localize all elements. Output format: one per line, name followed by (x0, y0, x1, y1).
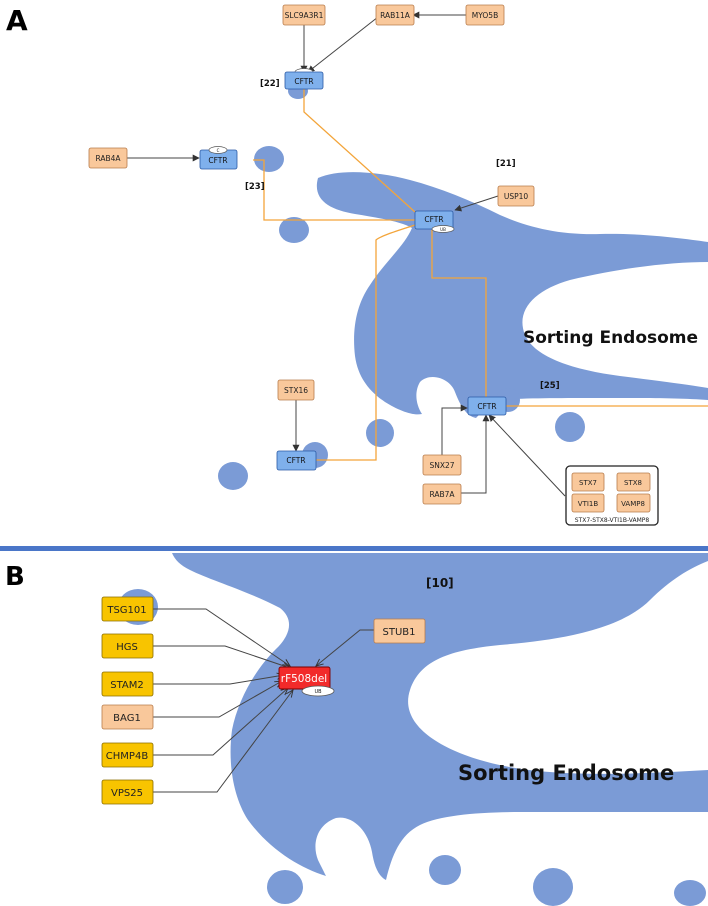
node-label: rF508del (281, 673, 327, 685)
node-myo5b[interactable]: MYO5B (465, 4, 505, 26)
state-variable (301, 685, 335, 697)
interaction-edges-b (153, 608, 374, 793)
node-slc9a3r1[interactable]: SLC9A3R1 (282, 4, 326, 26)
node-rab11a[interactable]: RAB11A (375, 4, 415, 26)
node-label: MYO5B (472, 11, 498, 20)
node-label: CFTR (208, 156, 227, 165)
node-label: STX16 (284, 386, 308, 395)
ref-23: [23] (245, 182, 265, 192)
vesicle (366, 419, 394, 447)
complex-member-box (616, 493, 651, 513)
node-label: CFTR (477, 402, 496, 411)
complex-member-box (616, 472, 651, 492)
node-label: CFTR (286, 456, 305, 465)
vesicle (674, 880, 706, 906)
node-label: CHMP4B (106, 751, 149, 762)
compartment-label-a: Sorting Endosome (523, 328, 698, 348)
complex-member-box (571, 472, 605, 492)
state-label: C (217, 148, 220, 153)
vesicle (218, 462, 248, 490)
compartment-label-b: Sorting Endosome (458, 761, 674, 785)
panel-b-letter: B (5, 562, 25, 592)
vesicle (267, 870, 303, 904)
state-variable (208, 146, 228, 154)
complex-member-box (571, 493, 605, 513)
node-label: CFTR (294, 77, 313, 86)
node-label: BAG1 (113, 713, 141, 724)
panel-divider (0, 546, 708, 551)
node-label: TSG101 (106, 605, 146, 616)
node-tsg101[interactable]: TSG101 (101, 596, 154, 622)
ref-22: [22] (260, 79, 280, 89)
vesicle (533, 868, 573, 906)
node-label: RAB7A (429, 490, 455, 499)
node-rf508del[interactable]: rF508del UB (278, 666, 335, 697)
ref-21: [21] (496, 159, 516, 169)
node-vps25[interactable]: VPS25 (101, 779, 154, 805)
node-label: STUB1 (383, 627, 416, 638)
node-bag1[interactable]: BAG1 (101, 704, 154, 730)
node-rab4a[interactable]: RAB4A (88, 147, 128, 169)
node-label: CFTR (424, 215, 443, 224)
state-variable (431, 225, 455, 233)
node-label: RAB4A (95, 154, 121, 163)
node-label: STAM2 (110, 680, 144, 691)
node-rab7a[interactable]: RAB7A (422, 483, 462, 505)
vesicle (279, 217, 309, 243)
node-label: VAMP8 (621, 500, 645, 508)
node-label: VTI1B (578, 500, 599, 508)
node-label: SNX27 (429, 461, 454, 470)
node-label: RAB11A (380, 11, 411, 20)
complex-stx7-stx8-vti1b-vamp8[interactable]: STX7 STX8 VTI1B VAMP8 STX7-STX8-VTI1B-VA… (565, 465, 659, 526)
node-label: USP10 (504, 192, 529, 201)
vesicle (555, 412, 585, 442)
node-stx16[interactable]: STX16 (277, 379, 315, 401)
node-cftr-top[interactable]: CFTR (284, 68, 324, 90)
transport-edges-a (253, 88, 708, 461)
node-stam2[interactable]: STAM2 (101, 671, 154, 697)
ref-25: [25] (540, 381, 560, 391)
node-usp10[interactable]: USP10 (497, 185, 535, 207)
node-label: STX7 (579, 479, 597, 487)
interaction-edges-a (127, 11, 566, 497)
node-label: HGS (116, 642, 138, 653)
node-cftr-center[interactable]: CFTR UB (414, 210, 455, 233)
node-label: SLC9A3R1 (285, 11, 324, 20)
ref-10: [10] (426, 576, 454, 590)
panel-b: B [10] Sorting Endosome TSG101 HGS STAM2 (5, 553, 708, 906)
sorting-endosome-compartment-a (316, 172, 708, 418)
node-label: VPS25 (111, 788, 143, 799)
vesicle (429, 855, 461, 885)
node-snx27[interactable]: SNX27 (422, 454, 462, 476)
node-cftr-bottom[interactable]: CFTR (276, 450, 317, 471)
node-cftr-left[interactable]: C CFTR (199, 146, 238, 170)
complex-label: STX7-STX8-VTI1B-VAMP8 (575, 517, 650, 524)
vesicle (254, 146, 284, 172)
panel-a-letter: A (6, 4, 28, 37)
state-label: UB (314, 689, 322, 695)
node-stub1[interactable]: STUB1 (373, 618, 426, 644)
node-cftr-right[interactable]: CFTR (467, 396, 507, 416)
node-chmp4b[interactable]: CHMP4B (101, 742, 154, 768)
node-hgs[interactable]: HGS (101, 633, 154, 659)
node-label: STX8 (624, 479, 642, 487)
panel-a: A Sorting Endosome (6, 4, 708, 526)
state-label: UB (440, 227, 446, 232)
sorting-endosome-compartment-b (172, 553, 708, 880)
